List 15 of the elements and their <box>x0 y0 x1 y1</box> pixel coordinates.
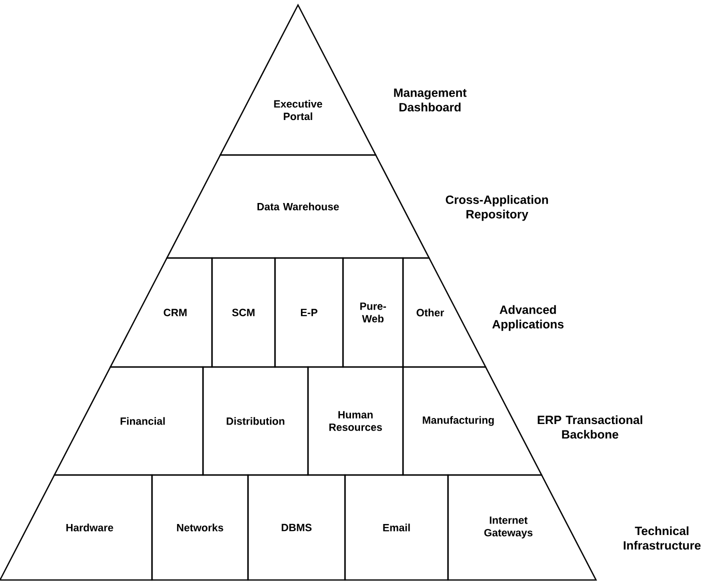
tier-label: Technical Infrastructure <box>624 526 701 550</box>
pyramid-cell: Hardware <box>0 474 153 581</box>
pyramid-cell: Networks <box>151 474 249 581</box>
pyramid-cell: Pure-Web <box>342 257 404 368</box>
pyramid-cell: SCM <box>211 257 276 368</box>
pyramid-cell: Internet Gateways <box>447 474 598 581</box>
pyramid-cell: DBMS <box>247 474 346 581</box>
pyramid-cell: Email <box>344 474 449 581</box>
pyramid-cell: E-P <box>274 257 344 368</box>
tier-label: Cross-Application Repository <box>446 195 548 221</box>
tier-label: Management Dashboard <box>394 88 467 112</box>
pyramid-cell: Other <box>402 257 487 368</box>
tier-label: Advanced Applications <box>492 305 564 331</box>
pyramid-cell: Human Resources <box>307 366 404 476</box>
pyramid-cell: Distribution <box>202 366 309 476</box>
